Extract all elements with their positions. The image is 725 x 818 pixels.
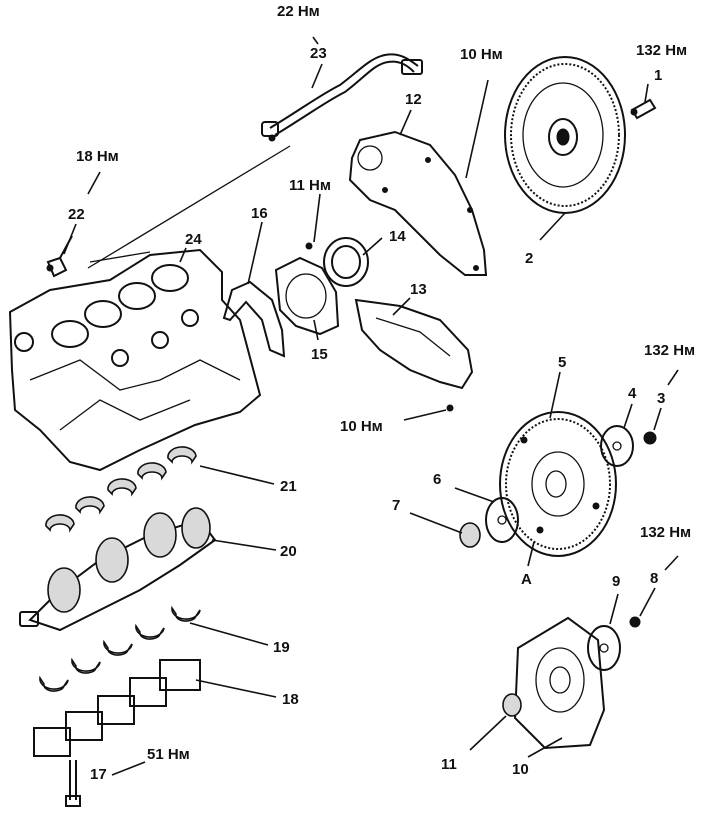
label-13: 13 [410,281,427,298]
label-20: 20 [280,543,297,560]
label-1: 1 [654,67,662,84]
label-6: 6 [433,471,441,488]
label-10: 10 [512,761,529,778]
label-16: 16 [251,205,268,222]
bushing-11 [502,693,522,717]
label-11: 11 [441,756,457,773]
cylinder-block-24 [8,145,291,472]
label-12: 12 [405,91,422,108]
bearing-shells-21 [45,446,197,533]
sensor-cable-23 [261,53,423,142]
rear-plate-12 [348,130,488,276]
label-19: 19 [273,639,290,656]
cover-plate-13 [354,298,474,412]
oil-seal-14 [323,237,369,287]
label-23: 23 [310,45,327,62]
spacer-plate-9 [587,625,621,671]
label-4: 4 [628,385,637,402]
part-number-labels: 23 22 12 1 2 14 16 24 13 15 5 3 4 6 7 21… [68,45,665,783]
torque-8: 132 Нм [640,524,691,541]
flex-plate-10 [513,616,606,750]
bolt-8 [629,616,641,628]
torque-12: 10 Нм [460,46,503,63]
label-2: 2 [525,250,533,267]
label-A: A [521,571,532,588]
torque-15: 11 Нм [289,177,331,194]
flywheel-2 [504,56,626,214]
torque-3: 132 Нм [644,342,695,359]
torque-1: 132 Нм [636,42,687,59]
label-24: 24 [185,231,202,248]
label-5: 5 [558,354,566,371]
spacer-plate-4 [600,425,634,467]
flywheel-bolt-1 [630,98,657,120]
label-17: 17 [90,766,107,783]
torque-22: 18 Нм [76,148,119,165]
drive-plate-5 [499,411,617,557]
bushing-7 [459,522,481,548]
torque-labels: 22 Нм 18 Нм 10 Нм 132 Нм 11 Нм 10 Нм 132… [76,3,695,763]
bearing-caps-18 [33,659,201,757]
label-21: 21 [280,478,297,495]
cap-bolt-17 [65,760,81,807]
label-22: 22 [68,206,85,223]
gasket-16 [222,280,286,358]
bearing-shells-19 [39,605,201,692]
label-8: 8 [650,570,658,587]
bolt-3 [643,431,657,445]
label-18: 18 [282,691,299,708]
label-9: 9 [612,573,620,590]
label-3: 3 [657,390,665,407]
torque-17: 51 Нм [147,746,190,763]
crankshaft-20 [19,507,217,632]
torque-23: 22 Нм [277,3,320,20]
leader-lines [63,36,679,776]
torque-13: 10 Нм [340,418,383,435]
label-15: 15 [311,346,328,363]
label-14: 14 [389,228,406,245]
adapter-plate-6 [485,497,519,543]
seal-housing-15 [274,242,340,336]
label-7: 7 [392,497,400,514]
